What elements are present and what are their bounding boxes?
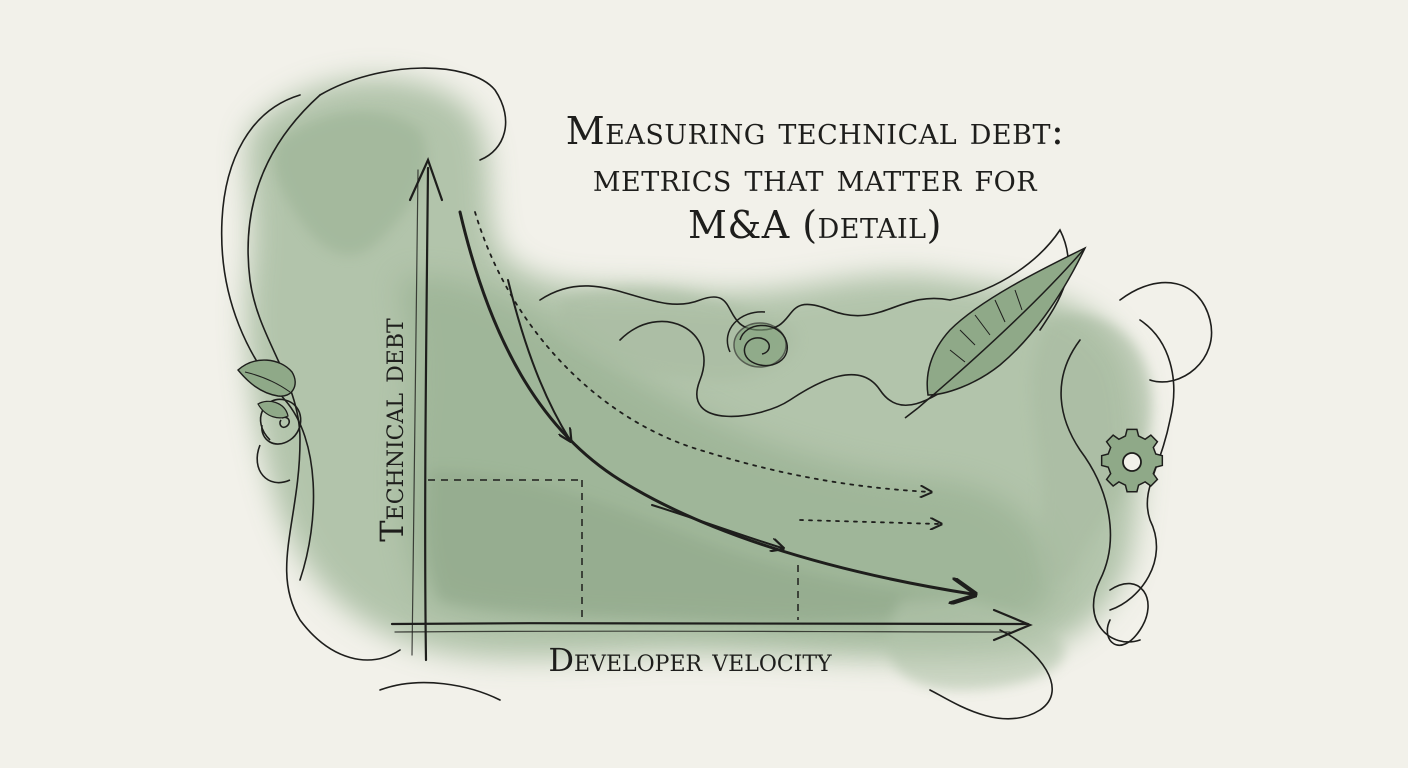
title-line-2: metrics that matter for xyxy=(520,155,1110,202)
y-axis-label: Technical debt xyxy=(372,280,412,580)
x-axis-label: Developer velocity xyxy=(480,638,900,682)
page-title: Measuring technical debt: metrics that m… xyxy=(520,108,1110,249)
x-axis xyxy=(392,623,1028,624)
title-line-3: M&A (detail) xyxy=(520,202,1110,249)
gear-icon xyxy=(1102,429,1163,491)
title-line-1: Measuring technical debt: xyxy=(520,108,1110,155)
